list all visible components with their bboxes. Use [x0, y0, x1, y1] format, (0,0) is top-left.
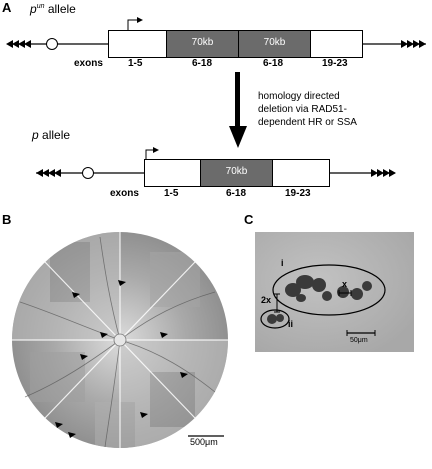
- top-duplicate-right: 70kb: [238, 30, 311, 58]
- top-exon-group-2: 6-18: [192, 58, 213, 69]
- top-exons-19-23-box: [310, 30, 363, 58]
- bottom-segment: 70kb: [200, 159, 273, 187]
- bottom-exons-1-5-box: [144, 159, 201, 187]
- cluster-i-spots: [285, 275, 372, 302]
- cluster-i-marker: i: [281, 258, 284, 268]
- deletion-arrow: [229, 72, 247, 148]
- top-exon-group-4: 19-23: [322, 58, 348, 69]
- bottom-allele-suffix: allele: [38, 128, 71, 142]
- retina-vessels: [19, 236, 216, 448]
- optic-nerve-head: [113, 333, 127, 347]
- bottom-exons-label: exons: [110, 188, 139, 199]
- transcription-start-arrow: [127, 19, 140, 31]
- top-allele-diagram: [6, 17, 426, 50]
- top-exons-label: exons: [74, 58, 103, 69]
- 2x-marker: 2x: [261, 295, 272, 305]
- bottom-left-chromosome-arrows: [36, 169, 61, 177]
- cluster-ii-spots: [267, 314, 284, 324]
- top-duplicate-left: 70kb: [166, 30, 239, 58]
- panel-c-label: C: [244, 212, 254, 227]
- pigment-micrograph: i ii x 2x 50μm: [255, 232, 414, 352]
- bottom-exons-19-23-box: [272, 159, 330, 187]
- panel-c-scale-bar-label: 50μm: [350, 337, 368, 344]
- bottom-allele-gene: p: [32, 128, 39, 142]
- bottom-centromere-circle: [82, 167, 94, 179]
- deletion-description-line-3: dependent HR or SSA: [258, 117, 357, 128]
- panel-a-label: A: [2, 0, 12, 15]
- top-exons-1-5-box: [108, 30, 167, 58]
- centromere-circle: [46, 38, 58, 50]
- top-allele-superscript: un: [36, 3, 45, 10]
- top-exon-group-3: 6-18: [263, 58, 284, 69]
- spot-arrowheads: [55, 280, 188, 438]
- retinal-flatmount-image: [12, 232, 228, 448]
- top-allele-suffix: allele: [44, 2, 76, 16]
- bottom-right-chromosome-arrows: [371, 169, 396, 177]
- bottom-exon-group-2: 6-18: [226, 188, 247, 199]
- top-allele-title: pun allele: [30, 2, 76, 16]
- cluster-ii-marker: ii: [288, 319, 294, 329]
- deletion-description-line-1: homology directed: [258, 91, 340, 102]
- bottom-transcription-start-arrow: [145, 149, 156, 161]
- top-exon-group-1: 1-5: [128, 58, 143, 69]
- deletion-description-line-2: deletion via RAD51-: [258, 104, 347, 115]
- bottom-allele-title: p allele: [32, 128, 70, 142]
- cluster-i-outline: [272, 264, 386, 316]
- cluster-ii-outline: [260, 309, 290, 329]
- bottom-exon-group-1: 1-5: [164, 188, 179, 199]
- panel-b-scale-bar-label: 500μm: [190, 437, 218, 447]
- right-chromosome-arrows: [401, 40, 426, 48]
- x-marker: x: [342, 279, 348, 289]
- panel-b-label: B: [2, 212, 12, 227]
- bottom-exon-group-3: 19-23: [285, 188, 311, 199]
- retina-cut-lines: [12, 232, 228, 448]
- micrograph-svg: [255, 232, 414, 352]
- top-allele-gene: p: [30, 2, 37, 16]
- left-chromosome-arrows: [6, 40, 31, 48]
- bottom-allele-diagram: [36, 147, 396, 179]
